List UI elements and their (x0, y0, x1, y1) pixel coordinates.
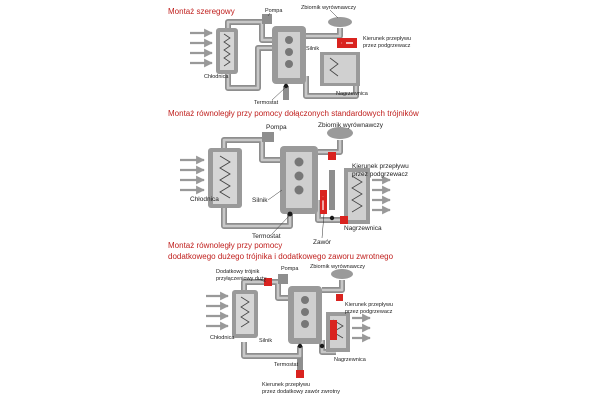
engine-2 (280, 146, 318, 214)
heater-3 (326, 312, 350, 352)
engine-label-1: Silnik (306, 46, 319, 52)
radiator-label-2: Chłodnica (190, 196, 219, 203)
heater-1 (320, 52, 360, 86)
airflow-arrows-3-right (352, 313, 371, 343)
airflow-arrows-2-left (180, 155, 205, 195)
tee-3a (336, 294, 343, 301)
heater-label-2: Nagrzewnica (344, 225, 382, 232)
diagram-3-title-line1: Montaż równoległy przy pomocy (168, 241, 282, 250)
check-valve-3 (296, 370, 304, 378)
flow-label-2b: przez podgrzewacz (352, 171, 408, 178)
tee-2a (328, 152, 336, 160)
pump-label-1: Pompa (265, 8, 283, 14)
thermostat-label-2: Termostat (252, 233, 281, 240)
thermostat-label-1: Termostat (254, 100, 279, 106)
flow-label-3b: przez podgrzewacz (345, 309, 393, 315)
flow-label-3a: Kierunek przepływu (345, 302, 393, 308)
joint-2b (329, 215, 335, 221)
radiator-3 (232, 290, 258, 338)
tee-2b (340, 216, 348, 224)
joint-3b (319, 343, 325, 349)
airflow-arrows-3-left (206, 291, 229, 331)
tank-label-3: Zbiornik wyrównawczy (310, 264, 365, 270)
thermostat-label-3: Termostat (274, 362, 299, 368)
diagram-series: Montaż szeregowy (168, 5, 411, 106)
pump-label-2: Pompa (266, 124, 287, 131)
flow-indicator-3 (330, 320, 337, 340)
expansion-tank-1 (328, 17, 352, 27)
heater-label-3: Nagrzewnica (334, 357, 367, 363)
diagram-parallel-extra-tee: Montaż równoległy przy pomocy dodatkoweg… (168, 241, 394, 395)
engine-label-2: Silnik (252, 197, 268, 204)
pump-2 (262, 132, 274, 142)
flow-label-1a: Kierunek przepływu (363, 36, 411, 42)
engine-label-3: Silnik (259, 338, 272, 344)
flow-label-1b: przez podgrzewacz (363, 43, 411, 49)
tank-label-1: Zbiornik wyrównawczy (301, 5, 356, 11)
diagram-2-title: Montaż równoległy przy pomocy dołączonyc… (168, 109, 419, 118)
heater-2 (344, 168, 370, 224)
diagram-1-title: Montaż szeregowy (168, 7, 235, 16)
diagram-parallel-standard: Montaż równoległy przy pomocy dołączonyc… (168, 109, 419, 246)
radiator-label-1: Chłodnica (204, 74, 229, 80)
expansion-tank-2 (327, 127, 353, 139)
engine-1 (272, 26, 306, 84)
thermostat-joint-2 (287, 211, 293, 217)
extra-tee-label-3b: przyłączeniowy duży (216, 276, 267, 282)
expansion-tank-3 (331, 269, 353, 279)
extra-tee-label-3a: Dodatkowy trójnik (216, 269, 260, 275)
thermostat-joint-3 (297, 343, 303, 349)
thermostat-joint-1 (283, 83, 289, 89)
pump-1 (262, 14, 272, 24)
airflow-arrows-1 (190, 28, 213, 68)
radiator-label-3: Chłodnica (210, 335, 235, 341)
check-valve-label-3a: Kierunek przepływu (262, 382, 310, 388)
heater-label-1: Nagrzewnica (336, 91, 369, 97)
engine-3 (288, 286, 322, 344)
check-valve-label-3b: przez dodatkowy zawór zwrotny (262, 389, 340, 395)
tank-label-2: Zbiornik wyrównawczy (318, 122, 384, 129)
valve-label-2: Zawór (313, 239, 332, 246)
flow-label-2a: Kierunek przepływu (352, 163, 409, 170)
pump-label-3: Pompa (281, 266, 299, 272)
radiator-2 (208, 148, 242, 208)
radiator-1 (216, 28, 238, 74)
extra-tee-3 (264, 278, 272, 286)
airflow-arrows-2-right (372, 175, 391, 215)
diagram-3-title-line2: dodatkowego dużego trójnika i dodatkoweg… (168, 252, 394, 261)
pump-3 (278, 274, 288, 284)
